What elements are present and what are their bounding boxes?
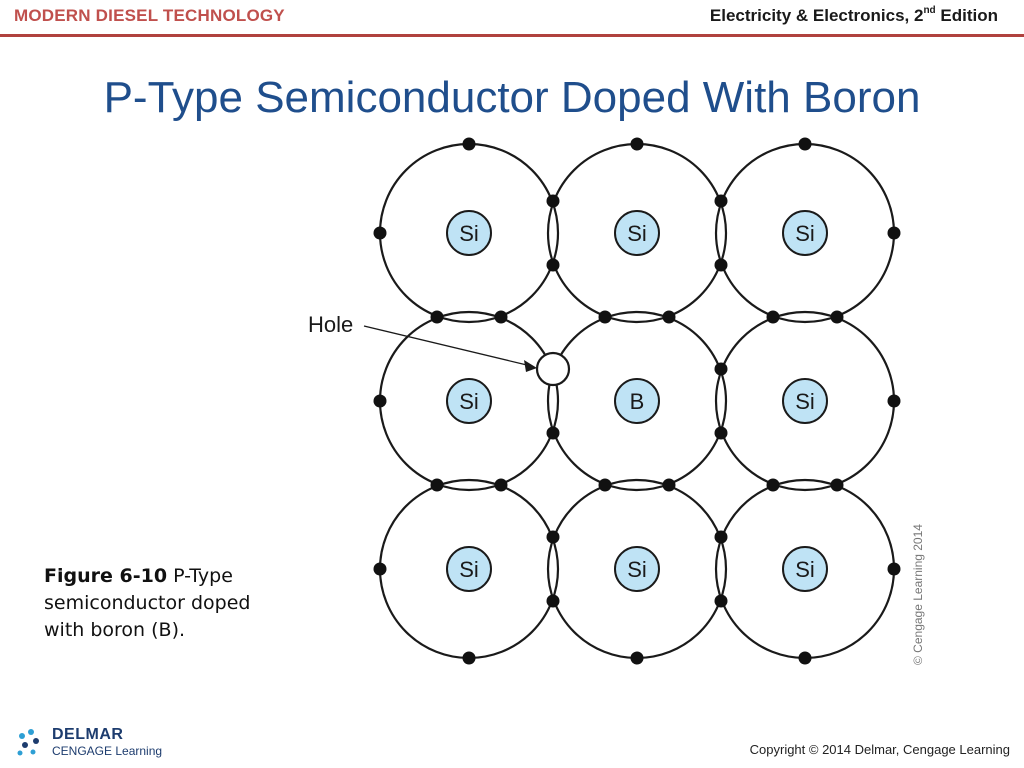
atom-symbol: Si: [795, 221, 815, 246]
electron-dot: [630, 137, 644, 151]
hole-marker: [535, 351, 571, 387]
atom-core: [614, 210, 660, 256]
header-divider: [0, 34, 1024, 37]
atom-symbol: Si: [459, 557, 479, 582]
atom-core: [446, 378, 492, 424]
atom-core: [782, 210, 828, 256]
figure-caption: Figure 6-10 P-Type semiconductor doped w…: [44, 563, 294, 644]
atom-core: [782, 378, 828, 424]
header-book-title: Electricity & Electronics, 2nd Edition: [709, 5, 998, 26]
electron-dot: [462, 651, 476, 665]
atom-symbol: Si: [459, 389, 479, 414]
atom-symbol: Si: [795, 389, 815, 414]
copyright-notice: Copyright © 2014 Delmar, Cengage Learnin…: [749, 742, 1010, 757]
electron-dot: [887, 562, 901, 576]
electron-dot: [546, 426, 560, 440]
atom-symbol: Si: [627, 557, 647, 582]
electron-dot: [714, 530, 728, 544]
atom-core: [446, 210, 492, 256]
electron-dot: [546, 194, 560, 208]
electron-dot: [887, 394, 901, 408]
atom-core: [446, 546, 492, 592]
slide-title: P-Type Semiconductor Doped With Boron: [103, 73, 921, 122]
electron-dot: [798, 651, 812, 665]
atom-core: [782, 546, 828, 592]
electron-dot: [714, 194, 728, 208]
electron-dot: [430, 310, 444, 324]
delmar-logo-icon: [17, 729, 39, 756]
electron-dot: [546, 258, 560, 272]
hole-arrow: [363, 325, 532, 367]
electron-dot: [662, 478, 676, 492]
electron-dot: [830, 478, 844, 492]
book-title-superscript: nd: [923, 5, 936, 16]
electron-dot: [714, 426, 728, 440]
atom-symbol: B: [630, 389, 645, 414]
electron-dot: [373, 394, 387, 408]
electron-dot: [598, 310, 612, 324]
atom-core: [614, 378, 660, 424]
atom-symbol: Si: [459, 221, 479, 246]
logo-name: DELMAR: [52, 726, 124, 743]
electron-dot: [546, 530, 560, 544]
electron-dot: [830, 310, 844, 324]
electron-dot: [887, 226, 901, 240]
electron-dot: [430, 478, 444, 492]
electron-dot: [714, 594, 728, 608]
electron-dot: [373, 226, 387, 240]
atom-symbol: Si: [795, 557, 815, 582]
electron-dot: [598, 478, 612, 492]
electron-dot: [373, 562, 387, 576]
image-credit: © Cengage Learning 2014: [911, 524, 925, 665]
logo-subtitle: CENGAGE Learning: [52, 744, 163, 758]
electron-dot: [766, 478, 780, 492]
book-title-main: Electricity & Electronics, 2: [709, 6, 924, 25]
electron-dot: [494, 310, 508, 324]
atom-symbol: Si: [627, 221, 647, 246]
figure-caption-text: P-Type semiconductor doped with boron (B…: [44, 565, 251, 641]
header-brand: MODERN DIESEL TECHNOLOGY: [14, 6, 285, 25]
electron-dot: [546, 594, 560, 608]
figure-number: Figure 6-10: [44, 565, 168, 587]
hole-label: Hole: [308, 312, 353, 337]
electron-dot: [494, 478, 508, 492]
electron-dot: [766, 310, 780, 324]
electron-dot: [462, 137, 476, 151]
electron-dot: [662, 310, 676, 324]
delmar-logo: DELMAR CENGAGE Learning: [16, 726, 186, 762]
book-title-tail: Edition: [935, 6, 998, 25]
electron-dot: [714, 258, 728, 272]
electron-dot: [630, 651, 644, 665]
electron-dot: [714, 362, 728, 376]
orbit-circle: [546, 310, 728, 492]
electron-dot: [798, 137, 812, 151]
atom-core: [614, 546, 660, 592]
hole-arrow-head: [524, 360, 537, 372]
